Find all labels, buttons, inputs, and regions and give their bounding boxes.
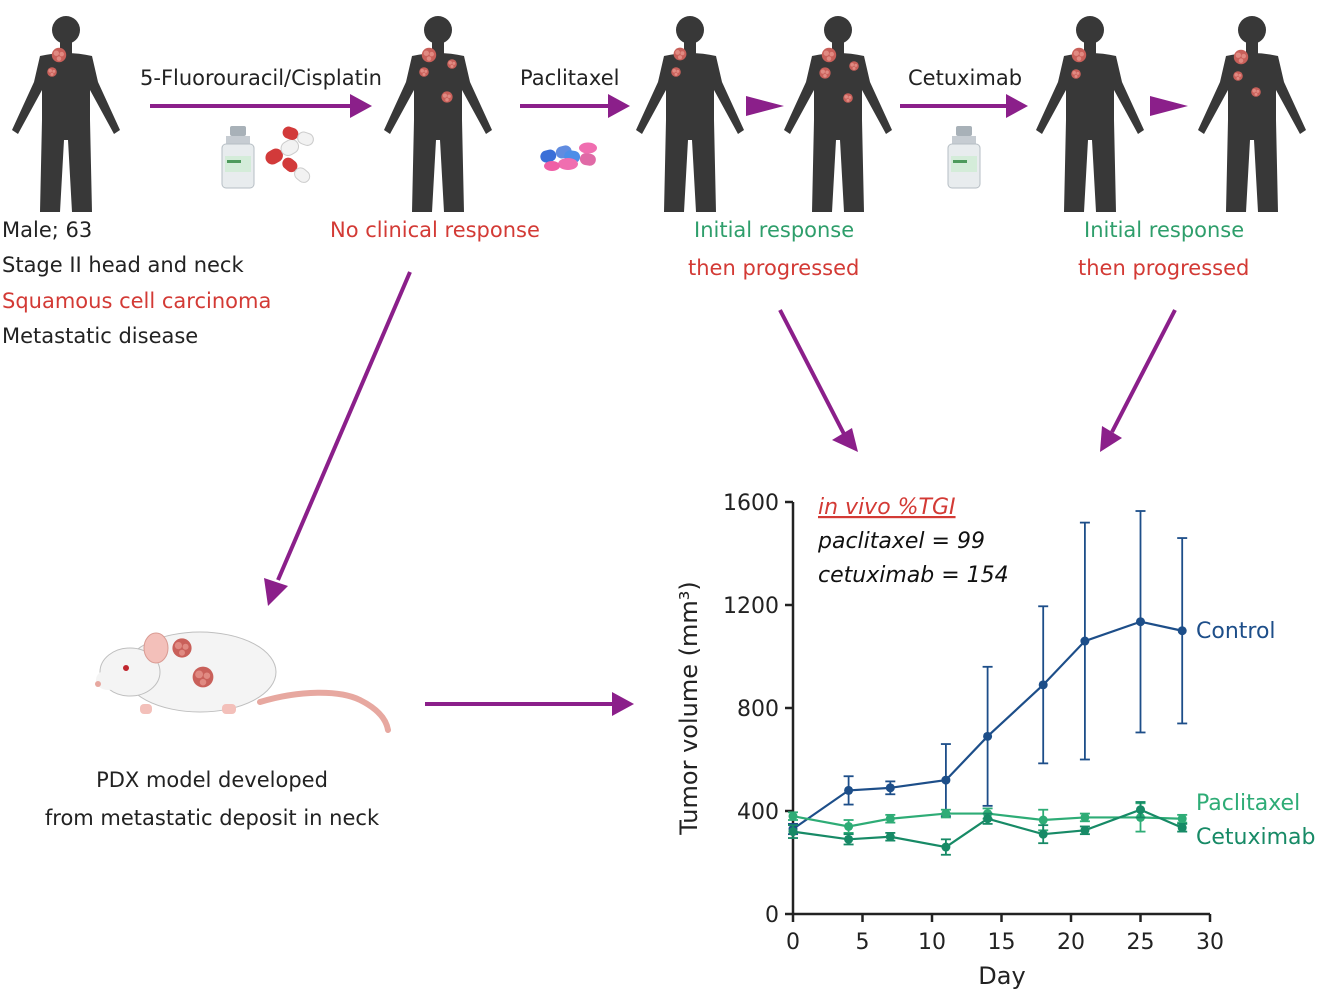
data-point-control xyxy=(1177,626,1187,636)
legend-paclitaxel: Paclitaxel xyxy=(1196,791,1300,816)
patient-stage: Stage II head and neck xyxy=(2,253,244,277)
chart-marks xyxy=(788,510,1188,856)
data-point-cetuximab xyxy=(983,814,993,824)
y-tick-label: 800 xyxy=(737,697,779,722)
flow-arrows xyxy=(264,271,1177,716)
data-point-paclitaxel xyxy=(1177,814,1187,824)
data-point-paclitaxel xyxy=(788,811,798,821)
human-silhouette-icon xyxy=(384,16,492,212)
data-point-control xyxy=(885,783,895,793)
x-tick-label: 20 xyxy=(1057,930,1085,955)
x-tick-label: 5 xyxy=(856,930,870,955)
capsules-icon xyxy=(265,126,314,183)
pdx-caption-line2: from metastatic deposit in neck xyxy=(44,806,380,830)
response-initial-paclitaxel: Initial response xyxy=(694,218,855,242)
data-point-control xyxy=(1080,636,1090,646)
drug-label-5fu-cisplatin: 5-Fluorouracil/Cisplatin xyxy=(140,66,382,90)
y-axis-label: Tumor volume (mm³) xyxy=(675,581,703,835)
mouse-icon xyxy=(95,631,391,733)
data-point-control xyxy=(983,731,993,741)
data-point-paclitaxel xyxy=(941,809,951,819)
data-point-control xyxy=(1038,680,1048,690)
legend-control: Control xyxy=(1196,619,1276,644)
tgi-cetuximab: cetuximab = 154 xyxy=(818,563,1009,588)
x-tick-label: 25 xyxy=(1127,930,1155,955)
y-tick-label: 1600 xyxy=(723,491,779,516)
y-tick-label: 400 xyxy=(737,800,779,825)
data-point-control xyxy=(941,775,951,785)
x-tick-label: 30 xyxy=(1196,930,1224,955)
series-control xyxy=(788,510,1188,836)
chart-ticks: 0 5 10 15 20 25 30 0 400 800 1200 1600 xyxy=(723,491,1224,955)
vial-icon xyxy=(947,126,981,189)
y-tick-label: 0 xyxy=(765,903,779,928)
human-silhouette-icon xyxy=(1036,16,1144,212)
y-tick-label: 1200 xyxy=(723,594,779,619)
data-point-paclitaxel xyxy=(1038,815,1048,825)
data-point-cetuximab xyxy=(1136,805,1145,815)
drug-label-paclitaxel: Paclitaxel xyxy=(520,66,620,90)
series-cetuximab xyxy=(788,801,1188,856)
tgi-paclitaxel: paclitaxel = 99 xyxy=(817,529,985,554)
series-paclitaxel xyxy=(788,802,1188,834)
data-point-cetuximab xyxy=(1177,823,1187,833)
x-tick-label: 10 xyxy=(918,930,946,955)
response-none: No clinical response xyxy=(330,218,540,242)
legend-cetuximab: Cetuximab xyxy=(1196,825,1315,850)
data-point-cetuximab xyxy=(941,842,951,852)
x-axis-label: Day xyxy=(978,962,1025,990)
data-point-cetuximab xyxy=(885,832,895,842)
x-tick-label: 15 xyxy=(988,930,1016,955)
data-point-paclitaxel xyxy=(844,821,854,831)
data-point-cetuximab xyxy=(788,827,798,837)
data-point-cetuximab xyxy=(1080,825,1090,835)
data-point-control xyxy=(1136,617,1145,627)
pills-icon xyxy=(540,142,597,171)
treatment-arrows xyxy=(150,94,1188,118)
patient-metastatic: Metastatic disease xyxy=(2,324,199,348)
human-silhouette-icon xyxy=(1198,16,1306,212)
data-point-control xyxy=(844,785,854,795)
tgi-title: in vivo %TGI xyxy=(818,495,956,520)
human-silhouette-icon xyxy=(784,16,892,212)
data-point-paclitaxel xyxy=(1080,812,1090,822)
patient-histology: Squamous cell carcinoma xyxy=(2,289,272,313)
data-point-paclitaxel xyxy=(885,814,895,824)
drug-label-cetuximab: Cetuximab xyxy=(908,66,1023,90)
vial-icon xyxy=(221,126,255,189)
response-initial-cetuximab: Initial response xyxy=(1084,218,1245,242)
human-silhouette-icon xyxy=(12,16,120,212)
human-silhouette-icon xyxy=(636,16,744,212)
patient-sex-age: Male; 63 xyxy=(2,218,93,242)
pdx-caption-line1: PDX model developed xyxy=(96,768,328,792)
x-tick-label: 0 xyxy=(786,930,800,955)
data-point-cetuximab xyxy=(844,834,854,844)
data-point-cetuximab xyxy=(1038,829,1048,839)
response-progressed-paclitaxel: then progressed xyxy=(688,256,860,280)
response-progressed-cetuximab: then progressed xyxy=(1078,256,1250,280)
